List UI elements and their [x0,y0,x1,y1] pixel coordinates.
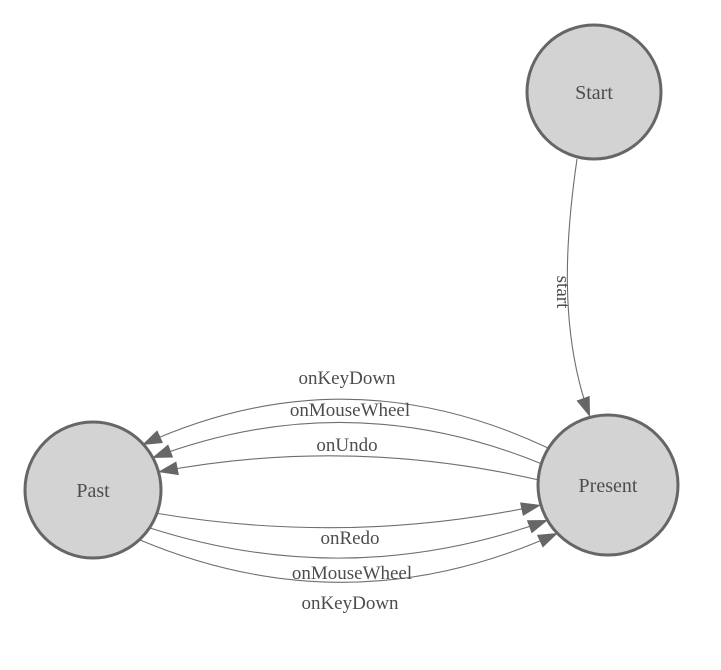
node-past: Past [23,420,163,560]
edge-present-to-past-onkeydown [141,398,549,449]
edge-label-group: start onKeyDown onMouseWheel onUndo onRe… [290,276,573,614]
node-start-label: Start [575,82,613,104]
node-present-circle [536,413,680,557]
edge-label-onmousewheel-top: onMouseWheel [290,400,410,421]
edge-label-onkeydown-top: onKeyDown [298,368,396,389]
edge-label-onkeydown-bottom: onKeyDown [301,593,399,614]
edge-label-onmousewheel-bottom: onMouseWheel [292,563,412,584]
edge-past-to-present-onredo [154,502,542,529]
node-group: Start Past Present [23,23,680,560]
edge-group [139,158,591,583]
edge-present-to-past-onmousewheel [151,421,543,465]
node-present: Present [536,413,680,557]
edge-label-onredo: onRedo [320,528,379,549]
node-past-label: Past [76,480,110,502]
node-past-circle [23,420,163,560]
node-present-label: Present [579,475,638,497]
edge-start-to-present [566,158,591,418]
edge-present-to-past-onundo [157,455,540,481]
edge-past-to-present-onkeydown [139,532,559,583]
edge-past-to-present-onmousewheel [149,519,549,559]
node-start-circle [525,23,663,161]
edge-label-onundo: onUndo [316,435,377,456]
node-start: Start [525,23,663,161]
edge-label-start: start [552,276,573,309]
